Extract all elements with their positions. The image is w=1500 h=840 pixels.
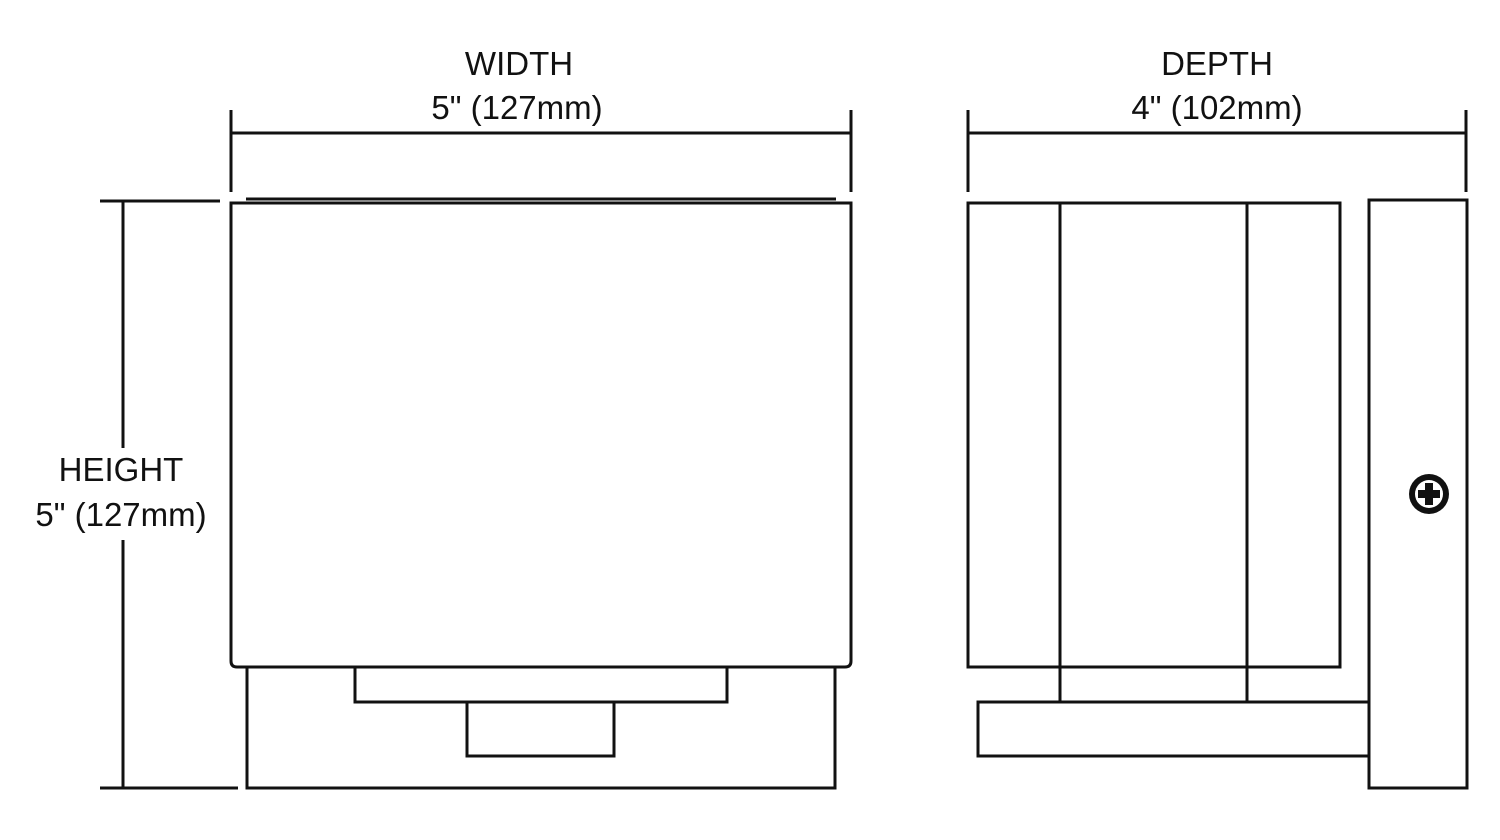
depth-dimension: DEPTH 4" (102mm) (966, 45, 1468, 192)
width-value: 5" (127mm) (431, 89, 602, 126)
width-label: WIDTH (465, 45, 573, 82)
height-label: HEIGHT (59, 451, 184, 488)
height-dimension: HEIGHT 5" (127mm) (35, 199, 238, 790)
wall-backplate (1367, 198, 1469, 790)
side-view (966, 198, 1469, 790)
front-view (229, 197, 853, 790)
depth-label: DEPTH (1161, 45, 1273, 82)
phillips-screw-icon (1409, 474, 1449, 514)
width-dimension: WIDTH 5" (127mm) (229, 45, 853, 192)
depth-value: 4" (102mm) (1131, 89, 1302, 126)
height-value: 5" (127mm) (35, 496, 206, 533)
